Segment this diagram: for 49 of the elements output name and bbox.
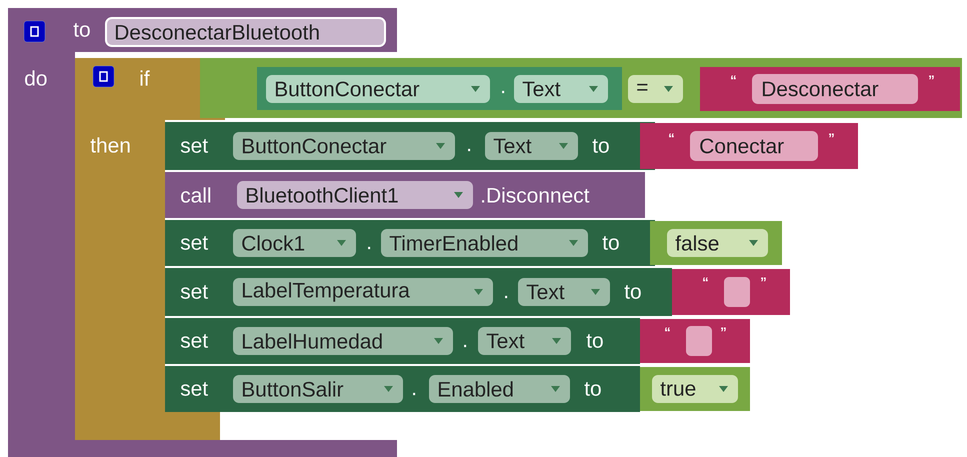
quote-mark: “ — [669, 134, 674, 138]
dropdown-field: LabelHumedad — [233, 327, 453, 355]
keyword-label: set — [180, 382, 208, 396]
keyword-label: . — [464, 344, 466, 348]
dropdown-field: ButtonConectar — [233, 132, 455, 160]
quote-mark: “ — [703, 278, 708, 282]
keyword-label: to — [584, 382, 601, 396]
keyword-label: . — [368, 246, 370, 250]
text-field: Desconectar — [752, 74, 918, 104]
quote-mark: “ — [731, 76, 736, 80]
dropdown-field: Text — [514, 75, 608, 103]
dropdown-field: = — [628, 75, 683, 103]
keyword-label: . — [468, 148, 470, 152]
quote-mark: ” — [829, 134, 834, 138]
dropdown-field: Text — [518, 278, 610, 306]
keyword-label: to — [592, 139, 609, 153]
keyword-label: . — [502, 90, 504, 94]
keyword-label: to — [602, 236, 619, 250]
keyword-label: to — [586, 334, 603, 348]
dropdown-field: BluetoothClient1 — [237, 181, 473, 209]
keyword-label: to — [624, 285, 641, 299]
dropdown-field: false — [667, 229, 768, 257]
keyword-label: . — [505, 296, 508, 298]
dropdown-field: TimerEnabled — [381, 229, 588, 257]
name-field: DesconectarBluetooth — [105, 17, 386, 47]
dropdown-field: ButtonConectar — [266, 75, 490, 103]
keyword-label: do — [25, 70, 47, 86]
keyword-label: set — [180, 139, 208, 153]
keyword-label: set — [180, 334, 208, 348]
dropdown-field: Enabled — [429, 375, 570, 403]
keyword-label: to — [74, 23, 90, 37]
dropdown-field: true — [652, 375, 738, 403]
dropdown-field: ButtonSalir — [233, 375, 403, 403]
quote-mark: ” — [721, 328, 726, 332]
keyword-label: set — [180, 236, 208, 250]
dropdown-field: LabelTemperatura — [233, 278, 493, 306]
dropdown-field: Text — [485, 132, 578, 160]
quote-mark: ” — [929, 76, 934, 80]
keyword-label: set — [180, 285, 208, 299]
keyword-label: call — [181, 187, 210, 203]
keyword-label: .Disconnect — [482, 187, 590, 203]
text-field: Conectar — [690, 131, 818, 161]
dropdown-field: Text — [478, 327, 571, 355]
quote-mark: “ — [665, 328, 670, 332]
keyword-label: . — [413, 392, 416, 396]
dropdown-field: Clock1 — [233, 229, 356, 257]
keyword-label: if — [140, 70, 150, 86]
quote-mark: ” — [761, 278, 766, 282]
keyword-label: then — [90, 137, 130, 153]
